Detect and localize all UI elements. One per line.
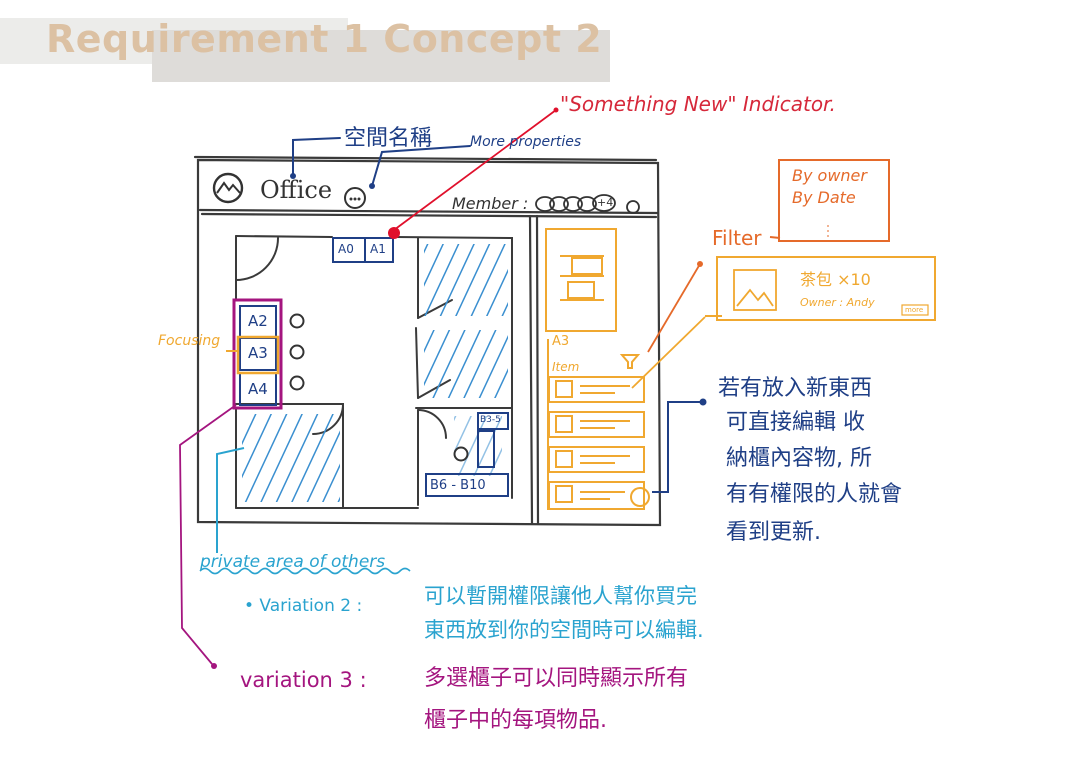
add-member-icon <box>626 200 640 214</box>
more-properties-annotation: More properties <box>470 134 582 150</box>
focus-outline <box>236 335 280 375</box>
note-line-5: 看到更新. <box>726 520 821 545</box>
note-line-3: 納櫃內容物, 所 <box>726 446 872 471</box>
locker-boxes <box>239 237 509 497</box>
filter-by-date[interactable]: By Date <box>792 188 856 207</box>
variation-3-line-2: 櫃子中的每項物品. <box>424 708 607 733</box>
locker-a0[interactable]: A0 <box>338 242 354 256</box>
app-window-frame <box>193 155 662 527</box>
selected-locker-label: A3 <box>552 334 570 349</box>
item-section-label: Item <box>552 360 580 374</box>
item-card-name: 茶包 ×10 <box>800 270 871 289</box>
space-name-label: Office <box>260 176 333 204</box>
seat-circles <box>289 313 469 462</box>
locker-a2[interactable]: A2 <box>248 312 268 330</box>
hatched-room-top-right <box>424 244 508 316</box>
locker-b3-5[interactable]: B3-5 <box>480 415 501 425</box>
variation-3-line-1: 多選櫃子可以同時顯示所有 <box>424 666 689 691</box>
private-area-annotation: private area of others <box>200 552 386 572</box>
variation-2-line-2: 東西放到你的空間時可以編輯. <box>424 618 704 642</box>
note-line-2: 可直接編輯 收 <box>726 410 865 435</box>
space-name-annotation: 空間名稱 <box>344 126 433 151</box>
hatched-room-left <box>242 414 340 502</box>
multi-select-outline <box>232 298 283 410</box>
item-card-outline <box>716 256 936 321</box>
locker-a3[interactable]: A3 <box>248 344 268 362</box>
locker-a4[interactable]: A4 <box>248 380 268 398</box>
note-line-4: 有有權限的人就會 <box>726 482 903 507</box>
more-icon <box>344 187 366 209</box>
side-panel <box>545 228 650 510</box>
locker-b6-b10[interactable]: B6 - B10 <box>430 478 486 493</box>
filter-dropdown-box <box>778 159 890 242</box>
title-highlight-right <box>152 30 610 82</box>
item-card-owner: Owner : Andy <box>800 296 875 309</box>
member-count: +4 <box>597 196 614 209</box>
variation-3-label: variation 3 : <box>240 668 367 692</box>
variation-2-line-1: 可以暫開權限讓他人幫你買完 <box>424 584 697 608</box>
locker-a1[interactable]: A1 <box>370 242 386 256</box>
new-indicator-dot <box>388 227 400 239</box>
page-title: Requirement 1 Concept 2 <box>46 17 603 61</box>
something-new-annotation: "Something New" Indicator. <box>560 92 836 116</box>
item-card-more[interactable]: more <box>905 306 924 314</box>
filter-annotation: Filter <box>712 226 762 250</box>
note-line-1: 若有放入新東西 <box>718 376 873 401</box>
space-avatar-icon <box>212 172 244 204</box>
filter-by-owner[interactable]: By owner <box>792 166 867 185</box>
variation-2-label: • Variation 2 : <box>244 596 363 616</box>
member-avatars <box>535 194 616 212</box>
focusing-annotation: Focusing <box>158 333 221 349</box>
hatched-room-mid-right <box>424 330 508 398</box>
member-label: Member : <box>452 194 529 213</box>
